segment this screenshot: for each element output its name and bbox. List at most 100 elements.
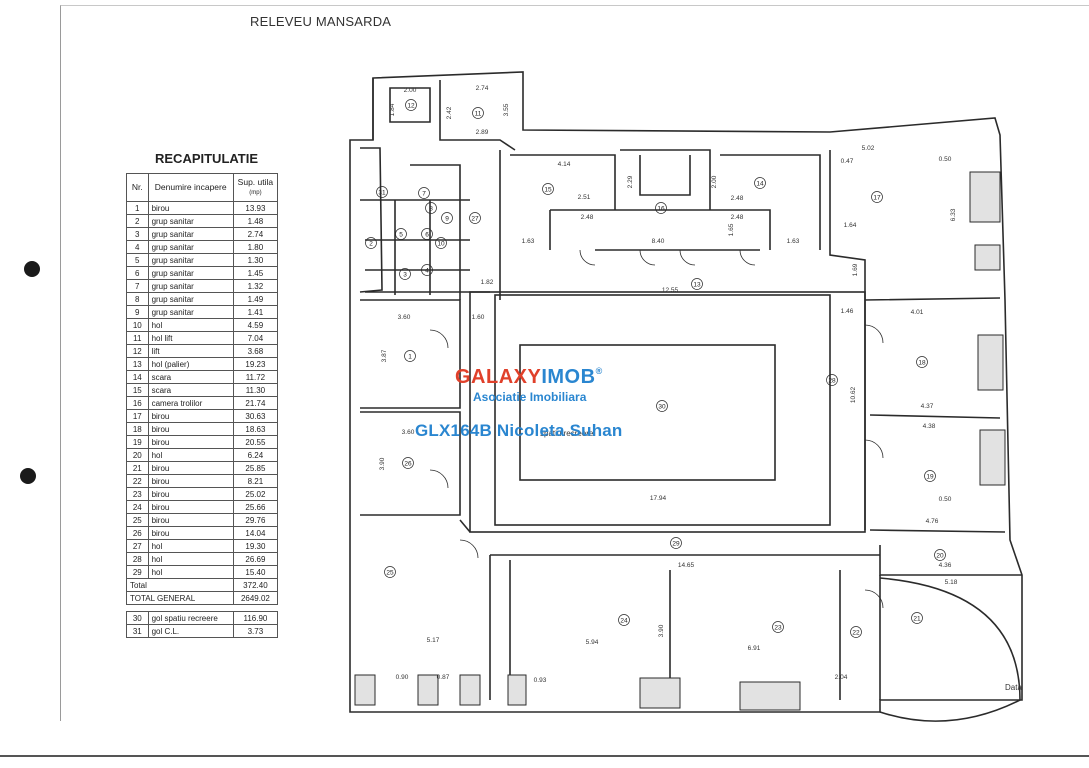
plan-door-swings bbox=[429, 249, 884, 609]
room-number: 11 bbox=[475, 111, 482, 118]
room-number-circle bbox=[384, 566, 396, 578]
recap-extra-name: gol C.L. bbox=[147, 624, 234, 638]
room-number-circle bbox=[655, 202, 667, 214]
dimension-label: 17.94 bbox=[650, 495, 667, 502]
dimension-label: 5.18 bbox=[945, 579, 958, 586]
dimension-label: 8.40 bbox=[652, 238, 665, 245]
dimension-label: 1.46 bbox=[841, 308, 854, 315]
brand-logo: GALAXYIMOB® bbox=[455, 366, 603, 389]
room-number-circle bbox=[469, 212, 481, 224]
dimension-label: 0.93 bbox=[534, 677, 547, 684]
room-number-circle bbox=[772, 621, 784, 633]
dimension-label: 2.48 bbox=[731, 214, 744, 221]
recap-header-name: Denumire incapere bbox=[147, 173, 234, 202]
room-number-circle bbox=[754, 177, 766, 189]
dimension-label: 2.89 bbox=[476, 129, 489, 136]
punch-hole-top bbox=[24, 261, 40, 277]
room-number: 29 bbox=[672, 541, 680, 548]
dimension-label: 2.51 bbox=[578, 194, 591, 201]
room-number: 5 bbox=[399, 232, 403, 239]
recap-cell-area: 3.68 bbox=[232, 344, 279, 358]
dimension-label: 0.87 bbox=[437, 674, 450, 681]
dimension-label: 6.91 bbox=[748, 645, 761, 652]
room-number: 22 bbox=[852, 630, 860, 637]
brand-subtitle: Asociatie Imobiliara bbox=[473, 390, 587, 404]
dimension-label: 3.60 bbox=[398, 314, 411, 321]
room-number-circle bbox=[934, 549, 946, 561]
room-number-circle bbox=[826, 374, 838, 386]
room-number: 21 bbox=[913, 616, 921, 623]
room-number: 7 bbox=[422, 191, 426, 198]
room-number-circle bbox=[441, 212, 453, 224]
room-number-circle bbox=[618, 614, 630, 626]
recap-header-area-label: Sup. utila bbox=[237, 176, 274, 187]
dimension-label: 2.00 bbox=[404, 87, 417, 94]
registered-mark: ® bbox=[595, 366, 603, 376]
room-number-circle bbox=[871, 191, 883, 203]
dimension-label: 3.87 bbox=[381, 349, 388, 362]
room-number-circle bbox=[365, 237, 377, 249]
room-number-circle bbox=[670, 537, 682, 549]
room-number: 27 bbox=[471, 216, 479, 223]
room-number-circle bbox=[421, 264, 433, 276]
dimension-label: 1.60 bbox=[472, 314, 485, 321]
room-number-circle bbox=[911, 612, 923, 624]
dimension-label: 14.65 bbox=[678, 562, 695, 569]
dimension-label: 5.94 bbox=[586, 639, 599, 646]
room-number-circle bbox=[399, 268, 411, 280]
room-number-circle bbox=[418, 187, 430, 199]
recap-grand-total-row: TOTAL GENERAL 2649.02 bbox=[126, 591, 279, 605]
room-number: 20 bbox=[936, 553, 944, 560]
dimension-label: 2.04 bbox=[835, 674, 848, 681]
room-number-circle bbox=[395, 228, 407, 240]
dimension-label: 3.90 bbox=[379, 457, 386, 470]
room-number: 15 bbox=[544, 187, 552, 194]
room-number: 9 bbox=[445, 216, 449, 223]
room-number-circle bbox=[376, 186, 388, 198]
room-number: 18 bbox=[918, 360, 926, 367]
room-number-circle bbox=[924, 470, 936, 482]
punch-hole-bottom bbox=[20, 468, 36, 484]
dimension-label: 0.47 bbox=[841, 158, 854, 165]
room-number-circle bbox=[691, 278, 703, 290]
room-number-circle bbox=[405, 99, 417, 111]
dimension-label: 3.60 bbox=[402, 429, 415, 436]
dimension-label: 4.76 bbox=[926, 518, 939, 525]
dimension-label: 0.50 bbox=[939, 496, 952, 503]
dimension-label: 5.02 bbox=[862, 145, 875, 152]
room-number: 8 bbox=[429, 206, 433, 213]
room-number-circle bbox=[850, 626, 862, 638]
room-number: 31 bbox=[378, 190, 386, 197]
room-number-circle bbox=[472, 107, 484, 119]
brand-part-2: IMOB bbox=[541, 366, 596, 388]
room-number: 13 bbox=[693, 282, 701, 289]
room-number: 19 bbox=[926, 474, 934, 481]
central-space-label: spatiu recreere bbox=[540, 429, 594, 438]
dimension-label: 12.55 bbox=[662, 287, 679, 294]
dimension-label: 4.37 bbox=[921, 403, 934, 410]
dimension-label: 1.63 bbox=[522, 238, 535, 245]
plan-wall-piers bbox=[354, 171, 1006, 711]
dimension-label: 1.64 bbox=[844, 222, 857, 229]
dimension-label: 4.38 bbox=[923, 423, 936, 430]
